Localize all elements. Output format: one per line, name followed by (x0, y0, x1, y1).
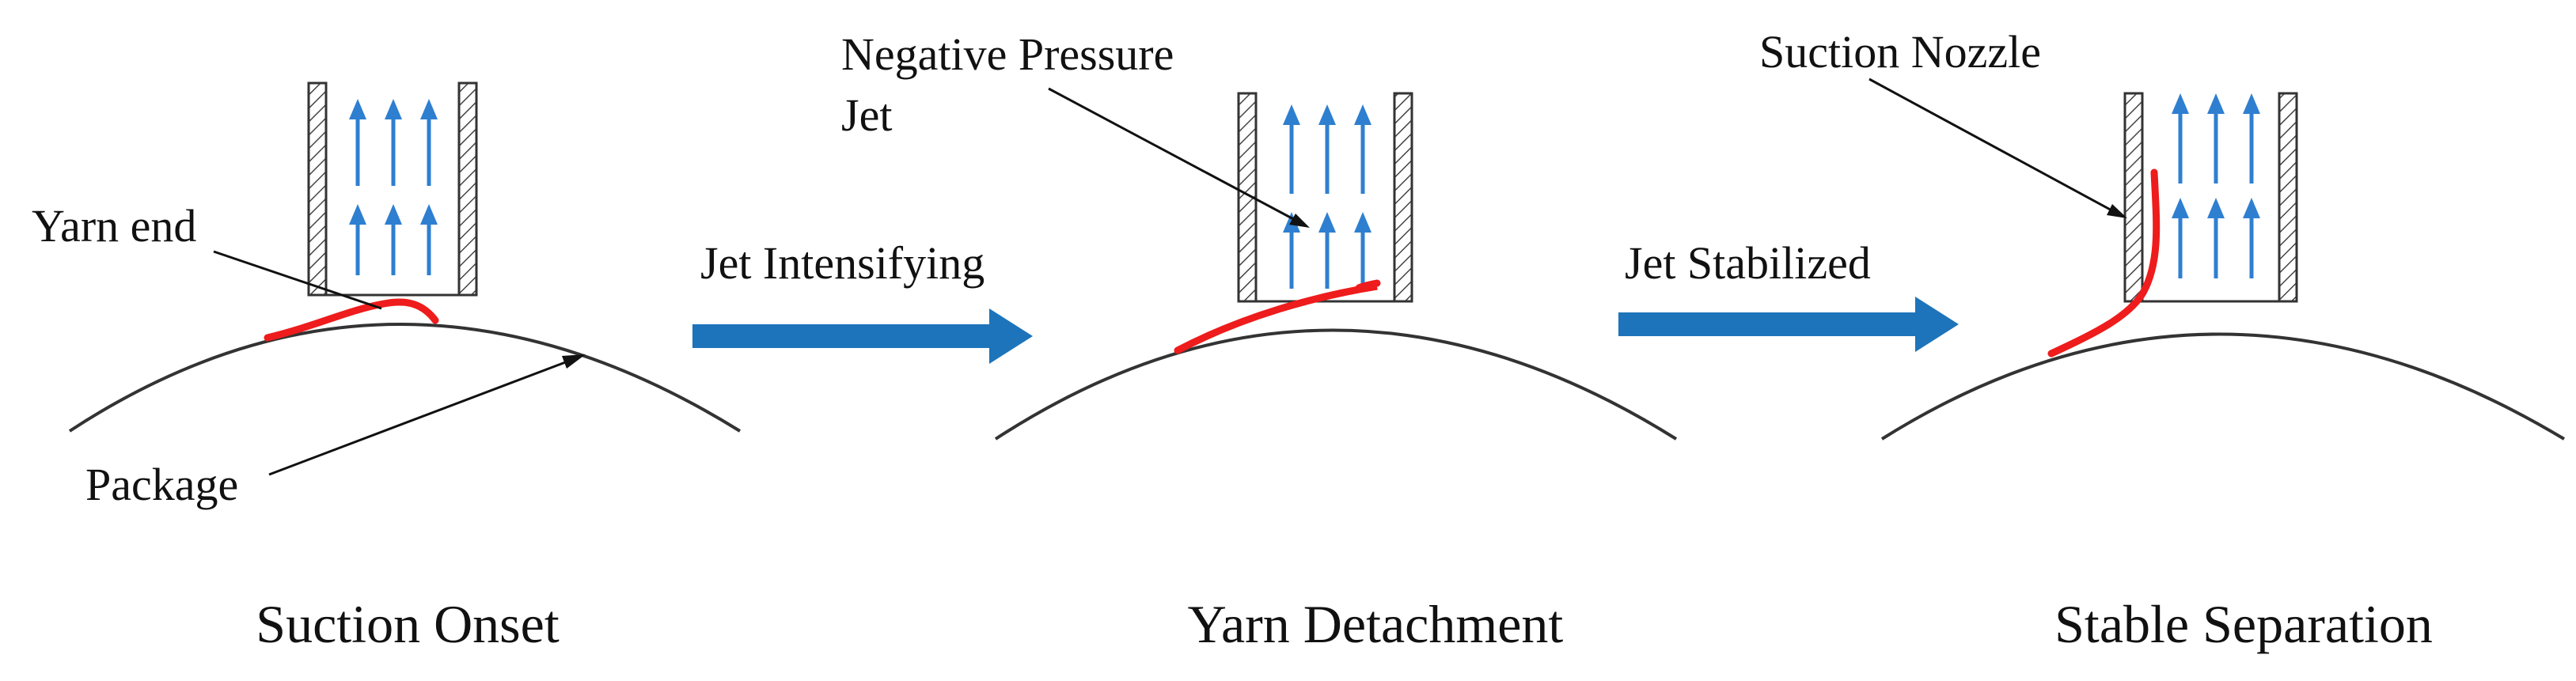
yarn-end (1174, 279, 1381, 354)
airflow-arrow-head (1283, 104, 1300, 125)
leader-package-arrowhead (562, 354, 586, 369)
airflow-arrow-head (2207, 93, 2225, 114)
airflow-arrow-head (349, 99, 366, 119)
airflow-arrow-head (2172, 198, 2189, 218)
suction-nozzle (307, 81, 478, 297)
nozzle-wall-right (2278, 92, 2298, 303)
nozzle-wall-left (1237, 92, 1258, 303)
airflow-arrow-head (420, 99, 438, 119)
label-package: Package (85, 459, 238, 510)
airflow-arrow-head (385, 204, 402, 225)
label-negative-pressure-line1: Negative Pressure (841, 28, 1174, 80)
leader-package (268, 358, 575, 476)
nozzle-wall-left (307, 81, 328, 297)
airflow-arrow-head (420, 204, 438, 225)
package-surface (1880, 332, 2566, 441)
airflow-arrows (349, 99, 438, 275)
stage-stable-separation: Suction Nozzle Stable Separation (1759, 26, 2566, 654)
suction-nozzle (1237, 92, 1413, 303)
stage-suction-onset: Yarn end Package Suction Onset (32, 81, 742, 654)
airflow-arrow-head (349, 204, 366, 225)
package-surface (994, 328, 1678, 441)
leader-suction-nozzle (1868, 78, 2115, 214)
airflow-arrow-head (2172, 93, 2189, 114)
nozzle-wall-right (457, 81, 478, 297)
airflow-arrow-head (385, 99, 402, 119)
transition-jet-intensifying: Jet Intensifying (692, 237, 1033, 364)
leader-negative-pressure-arrowhead (1289, 214, 1310, 228)
leader-yarn-end (213, 250, 382, 310)
suction-nozzle (2123, 92, 2298, 303)
airflow-arrow-head (1318, 212, 1336, 233)
yarn-end (264, 298, 439, 342)
nozzle-wall-right (1393, 92, 1413, 303)
package-surface (68, 323, 742, 433)
airflow-arrow-head (2243, 93, 2260, 114)
airflow-arrows (1283, 104, 1371, 289)
label-jet-intensifying: Jet Intensifying (700, 237, 984, 289)
arrow-jet-intensifying (692, 308, 1033, 364)
yarn-end (2047, 168, 2161, 358)
label-suction-nozzle: Suction Nozzle (1759, 26, 2041, 78)
caption-suction-onset: Suction Onset (256, 594, 560, 654)
label-negative-pressure-line2: Jet (841, 89, 892, 141)
airflow-arrows (2172, 93, 2260, 278)
leader-suction-nozzle-arrowhead (2107, 204, 2127, 218)
airflow-arrow-head (1318, 104, 1336, 125)
label-yarn-end: Yarn end (32, 200, 196, 252)
airflow-arrow-head (2207, 198, 2225, 218)
arrow-jet-stabilized (1618, 297, 1959, 352)
label-jet-stabilized: Jet Stabilized (1625, 237, 1871, 289)
airflow-arrow-head (1354, 212, 1371, 233)
airflow-arrow-head (1354, 104, 1371, 125)
airflow-arrow-head (2243, 198, 2260, 218)
nozzle-wall-left (2123, 92, 2144, 303)
transition-jet-stabilized: Jet Stabilized (1618, 237, 1959, 352)
stage-yarn-detachment: Negative Pressure Jet Yarn Detachment (841, 28, 1678, 654)
caption-yarn-detachment: Yarn Detachment (1188, 594, 1564, 654)
leader-negative-pressure (1048, 87, 1299, 223)
caption-stable-separation: Stable Separation (2054, 594, 2433, 654)
